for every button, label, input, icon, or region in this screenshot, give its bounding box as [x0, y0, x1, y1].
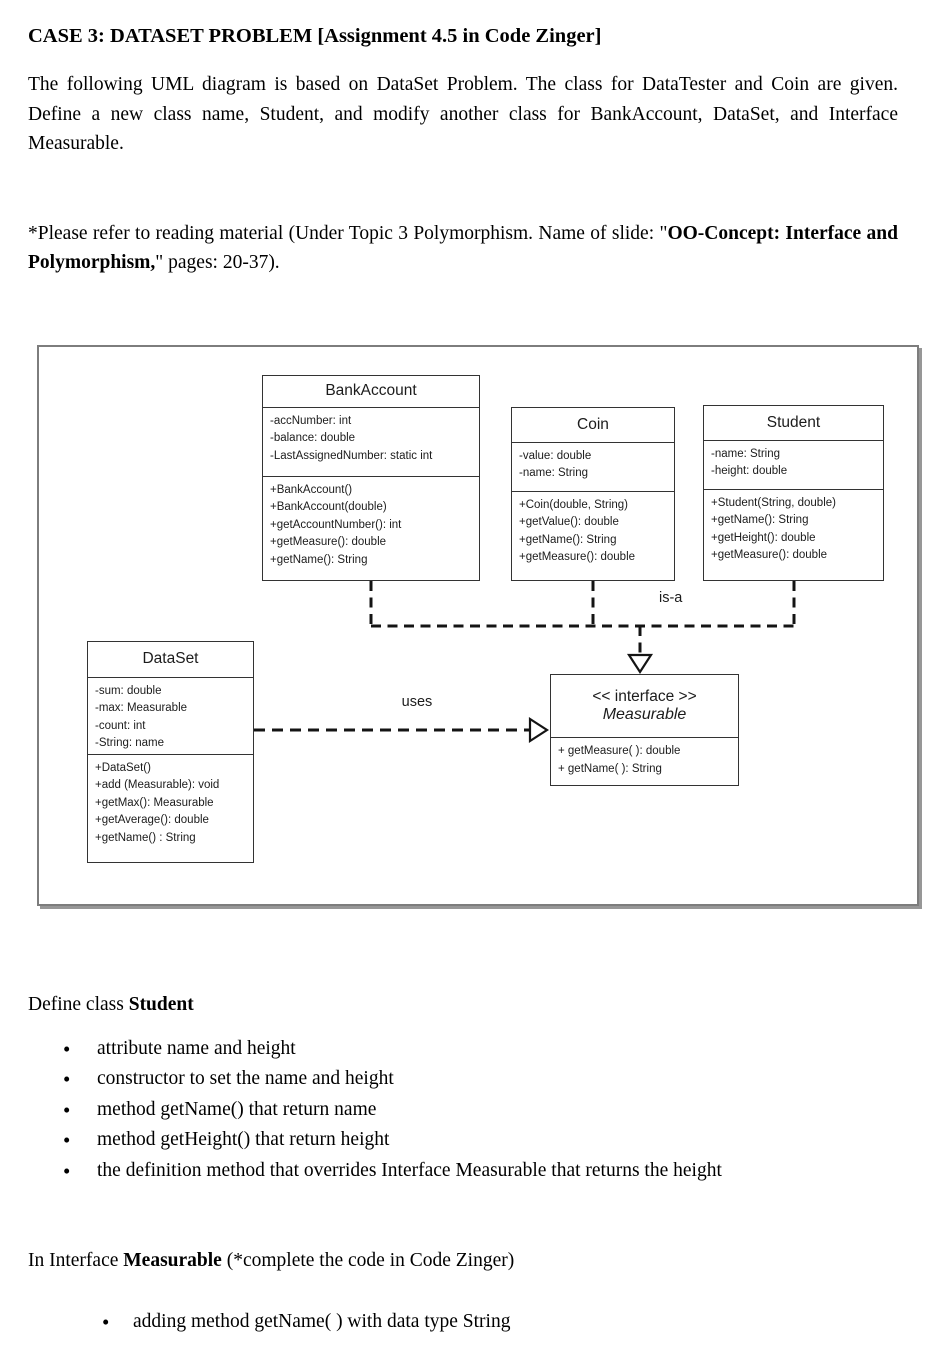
- note-text-bold: OO-Concept: Interface and Polymorphism,: [28, 222, 898, 274]
- class-title-dataset: DataSet: [88, 642, 253, 678]
- attribute-row: -count: int: [95, 719, 146, 732]
- iface-text-regular: In Interface: [28, 1250, 124, 1271]
- is-a-label: is-a: [659, 589, 683, 606]
- class-methods-bankaccount: +BankAccount() +BankAccount(double) +getAc…: [263, 477, 479, 570]
- attribute-row: -height: double: [711, 465, 788, 477]
- class-attributes-bankaccount: -accNumber: int -balance: double -LastAssi…: [263, 408, 479, 477]
- class-attributes-student: -name: String -height: double: [704, 441, 883, 490]
- intro-paragraph: The following UML diagram is based on Da…: [28, 74, 898, 154]
- interface-stereotype: << interface >>: [592, 687, 697, 705]
- note-paragraph: *Please refer to reading material (Under…: [28, 219, 898, 278]
- class-attributes-dataset: -sum: double -max: Measurable -count: int -…: [88, 678, 253, 755]
- page-title: CASE 3: DATASET PROBLEM [Assignment 4.5 …: [28, 25, 602, 47]
- interface-title-measurable: << interface >> Measurable: [551, 675, 738, 738]
- attribute-row: -value: double: [519, 449, 592, 462]
- method-row: +getHeight(): double: [711, 531, 816, 544]
- bullet-item: adding method getName( ) with data type …: [102, 1307, 898, 1338]
- class-title-student: Student: [704, 406, 883, 441]
- method-row: +getMeasure(): double: [270, 536, 387, 548]
- method-row: +getMeasure(): double: [711, 549, 828, 561]
- uml-connector-lines: [254, 580, 796, 743]
- class-box-student: Student -name: String -height: double +St…: [703, 404, 884, 581]
- interface-methods-measurable: + getMeasure( ): double + getName( ): Str…: [551, 738, 738, 779]
- method-row: +getMax(): Measurable: [95, 796, 214, 809]
- method-row: +getName(): String: [270, 553, 368, 566]
- iface-text-bold: Measurable: [123, 1250, 222, 1271]
- bullet-item: method getName() that return name: [63, 1095, 898, 1126]
- uses-arrowhead-icon: [528, 716, 550, 743]
- iface-text-regular-2: (*complete the code in Code Zinger): [221, 1250, 515, 1271]
- class-methods-dataset: +DataSet() +add (Measurable): void +getMax…: [88, 755, 253, 848]
- interface-requirements-list: adding method getName( ) with data type …: [102, 1307, 898, 1338]
- attribute-row: -balance: double: [270, 432, 356, 444]
- method-row: +getAccountNumber(): int: [270, 518, 402, 531]
- method-row: + getName( ): String: [558, 763, 662, 775]
- class-methods-student: +Student(String, double) +getName(): Stri…: [704, 490, 883, 565]
- note-text-regular: *Please refer to reading material (Under…: [28, 222, 668, 244]
- method-row: +DataSet(): [95, 761, 151, 774]
- attribute-row: -accNumber: int: [270, 414, 352, 427]
- attribute-row: -name: String: [711, 447, 781, 460]
- define-student-heading: Define class Student: [28, 990, 898, 1020]
- class-attributes-coin: -value: double -name: String: [512, 443, 674, 492]
- class-title-coin: Coin: [512, 408, 674, 443]
- realization-arrowhead-icon: [626, 653, 654, 674]
- interface-box-measurable: << interface >> Measurable + getMeasure(…: [550, 673, 739, 786]
- define-text-regular: Define class: [28, 993, 129, 1015]
- attribute-row: -LastAssignedNumber: static int: [270, 449, 433, 462]
- method-row: +add (Measurable): void: [95, 779, 220, 791]
- bullet-item: the definition method that overrides Int…: [63, 1156, 898, 1187]
- attribute-row: -name: String: [519, 467, 589, 479]
- method-row: +getMeasure(): double: [519, 551, 636, 563]
- bullet-item: attribute name and height: [63, 1034, 898, 1065]
- attribute-row: -max: Measurable: [95, 702, 188, 714]
- class-box-coin: Coin -value: double -name: String +Coin(d…: [511, 406, 675, 581]
- uml-diagram: is-a uses BankAccount -accNumber: int -ba…: [37, 344, 919, 906]
- class-box-bankaccount: BankAccount -accNumber: int -balance: dou…: [262, 374, 480, 581]
- define-text-bold: Student: [128, 993, 194, 1015]
- attribute-row: -sum: double: [95, 684, 162, 697]
- attribute-row: -String: name: [95, 737, 165, 749]
- student-requirements-list: attribute name and heightconstructor to …: [63, 1034, 898, 1187]
- method-row: +getName(): String: [519, 533, 617, 546]
- method-row: +getName() : String: [95, 831, 196, 844]
- method-row: + getMeasure( ): double: [558, 744, 681, 757]
- class-box-dataset: DataSet -sum: double -max: Measurable -cou…: [87, 640, 254, 863]
- note-text-regular-2: " pages: 20-37).: [155, 252, 280, 273]
- method-row: +getAverage(): double: [95, 814, 209, 826]
- bullet-item: constructor to set the name and height: [63, 1064, 898, 1095]
- method-row: +BankAccount(): [270, 483, 353, 496]
- uses-label: uses: [401, 693, 433, 710]
- method-row: +getValue(): double: [519, 516, 619, 528]
- method-row: +Coin(double, String): [519, 498, 628, 511]
- class-title-bankaccount: BankAccount: [263, 376, 479, 408]
- interface-measurable-heading: In Interface Measurable (*complete the c…: [28, 1246, 898, 1276]
- interface-name: Measurable: [602, 705, 687, 723]
- method-row: +getName(): String: [711, 514, 809, 526]
- bullet-item: method getHeight() that return height: [63, 1125, 898, 1156]
- method-row: +Student(String, double): [711, 496, 836, 509]
- class-methods-coin: +Coin(double, String) +getValue(): double…: [512, 492, 674, 567]
- method-row: +BankAccount(double): [270, 501, 387, 513]
